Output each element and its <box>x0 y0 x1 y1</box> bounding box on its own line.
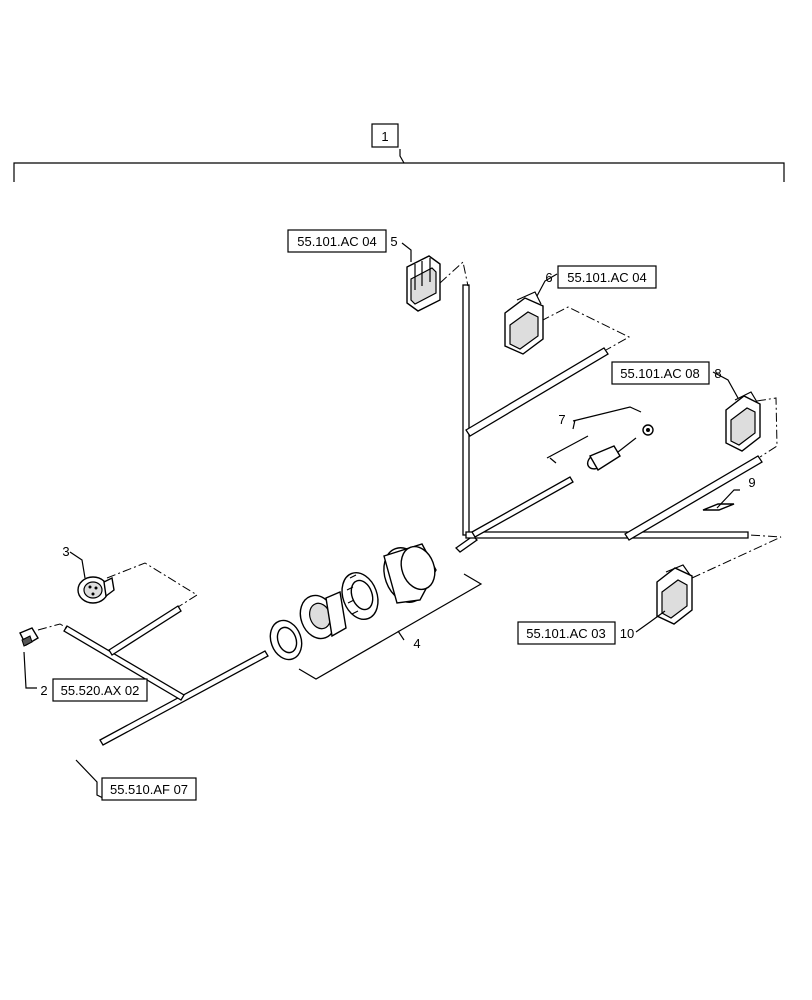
item-1-box <box>371 123 399 148</box>
callout-number-4: 4 <box>413 636 420 651</box>
connector-8 <box>725 391 761 452</box>
gland-assembly-4 <box>269 543 437 661</box>
branch-wire-2 <box>63 625 185 701</box>
branch-wire-6 <box>465 347 609 437</box>
ref-box-6 <box>557 265 657 289</box>
ref-box-2 <box>52 678 148 702</box>
callout-number-3: 3 <box>62 544 69 559</box>
ref-text-6: 55.101.AC 04 <box>567 270 647 285</box>
item-1-label: 1 <box>381 129 388 144</box>
ref-text-8: 55.101.AC 08 <box>620 366 700 381</box>
dash-leaders <box>37 261 782 631</box>
branch-wire-8 <box>624 455 763 541</box>
connector-5 <box>406 255 441 312</box>
ref-text-2: 55.520.AX 02 <box>61 683 140 698</box>
connector-3 <box>77 576 115 604</box>
branch-wire-10 <box>465 531 749 539</box>
callout-number-8: 8 <box>714 366 721 381</box>
assembly-bracket <box>13 149 785 182</box>
ref-box-10 <box>517 621 616 645</box>
ref-box-main <box>101 777 197 801</box>
label-tag-9 <box>702 489 740 511</box>
ref-text-10: 55.101.AC 03 <box>526 626 606 641</box>
ref-box-8 <box>611 361 710 385</box>
connector-10 <box>656 564 693 625</box>
bracket-4 <box>298 573 483 680</box>
ref-box-5 <box>287 229 387 253</box>
bracket-7 <box>549 419 576 464</box>
callout-number-9: 9 <box>748 475 755 490</box>
connector-6 <box>504 291 544 355</box>
branch-wire-3 <box>108 605 182 656</box>
callout-number-5: 5 <box>390 234 397 249</box>
callout-number-10: 10 <box>620 626 634 641</box>
branch-wire-5 <box>462 284 470 536</box>
left-main-wire <box>99 650 269 746</box>
callout-number-2: 2 <box>40 683 47 698</box>
callout-number-7: 7 <box>558 412 565 427</box>
main-harness-leader <box>75 759 104 799</box>
trunk-wire <box>454 535 479 553</box>
callout-number-6: 6 <box>545 270 552 285</box>
component-7 <box>546 406 654 471</box>
part-2 <box>19 627 39 647</box>
wire-harness <box>63 284 763 746</box>
callout-leaders <box>23 242 739 689</box>
ref-text-5: 55.101.AC 04 <box>297 234 377 249</box>
ref-text-main: 55.510.AF 07 <box>110 782 188 797</box>
branch-wire-7 <box>471 476 574 538</box>
